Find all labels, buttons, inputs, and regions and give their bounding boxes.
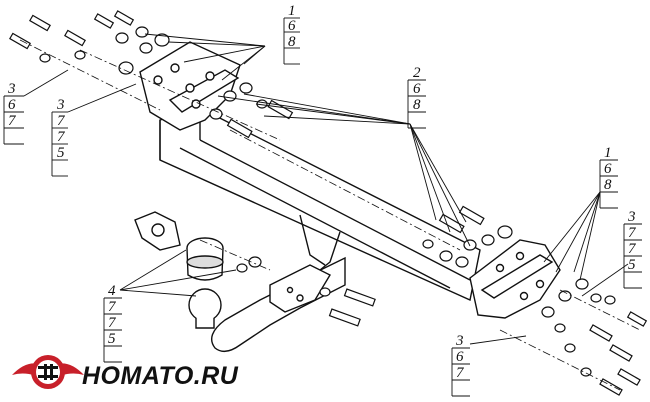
socket-bracket (134, 211, 181, 251)
callout-right-b: 3 7 7 5 (623, 209, 642, 289)
callout-mid-right: 2 6 8 (407, 65, 426, 129)
callout-top-center-2: 8 (288, 34, 296, 50)
callout-top-center: 1 6 8 (283, 3, 300, 65)
callout-mid-right-1: 6 (413, 81, 421, 97)
callout-top-center-1: 6 (288, 18, 296, 34)
fasteners-right (541, 278, 648, 396)
callout-top-left-b-0: 3 (56, 97, 65, 113)
tow-ball (188, 288, 222, 329)
logo-text: HOMATO.RU (82, 362, 239, 390)
callout-top-left-a-1: 6 (8, 97, 16, 113)
callout-bottom-right-2: 7 (456, 365, 465, 381)
callout-right-a-0: 1 (604, 145, 612, 161)
callout-top-center-0: 1 (288, 3, 296, 19)
callout-mid-right-2: 8 (413, 97, 421, 113)
homato-logo: HOMATO.RU (12, 355, 239, 390)
callout-bottom-right-1: 6 (456, 349, 464, 365)
callout-bottom-left: 4 7 7 5 (103, 283, 122, 363)
callout-right-b-1: 7 (628, 225, 637, 241)
left-bracket (139, 41, 241, 131)
hanger-rods (299, 214, 341, 271)
callout-top-left-b-3: 5 (57, 145, 65, 161)
leader-lines (23, 33, 629, 345)
callout-right-b-2: 7 (628, 241, 637, 257)
callout-right-a: 1 6 8 (599, 145, 618, 209)
callout-right-b-0: 3 (627, 209, 636, 225)
callout-top-left-b-2: 7 (57, 129, 66, 145)
callout-mid-right-0: 2 (413, 65, 421, 81)
callout-right-b-3: 5 (628, 257, 636, 273)
assembly-axes (19, 39, 641, 391)
callout-bottom-left-3: 5 (108, 331, 116, 347)
callout-top-left-b: 3 7 7 5 (51, 97, 68, 177)
callout-top-left-b-1: 7 (57, 113, 66, 129)
callout-bottom-left-1: 7 (108, 299, 117, 315)
callout-right-a-2: 8 (604, 177, 612, 193)
callout-right-a-1: 6 (604, 161, 612, 177)
callout-top-left-a-0: 3 (7, 81, 16, 97)
fasteners-center (236, 205, 513, 327)
callout-bottom-left-2: 7 (108, 315, 117, 331)
logo-emblem-icon (12, 355, 84, 389)
fasteners-top-left (9, 10, 294, 139)
callout-top-left-a-2: 7 (8, 113, 17, 129)
ball-cap (186, 237, 224, 281)
ball-neck (211, 256, 346, 353)
callout-bottom-left-0: 4 (108, 283, 116, 299)
right-bracket (469, 239, 561, 319)
callout-bottom-right-0: 3 (455, 333, 464, 349)
callout-top-left-a: 3 6 7 (3, 81, 24, 145)
callout-bottom-right: 3 6 7 (451, 333, 470, 397)
